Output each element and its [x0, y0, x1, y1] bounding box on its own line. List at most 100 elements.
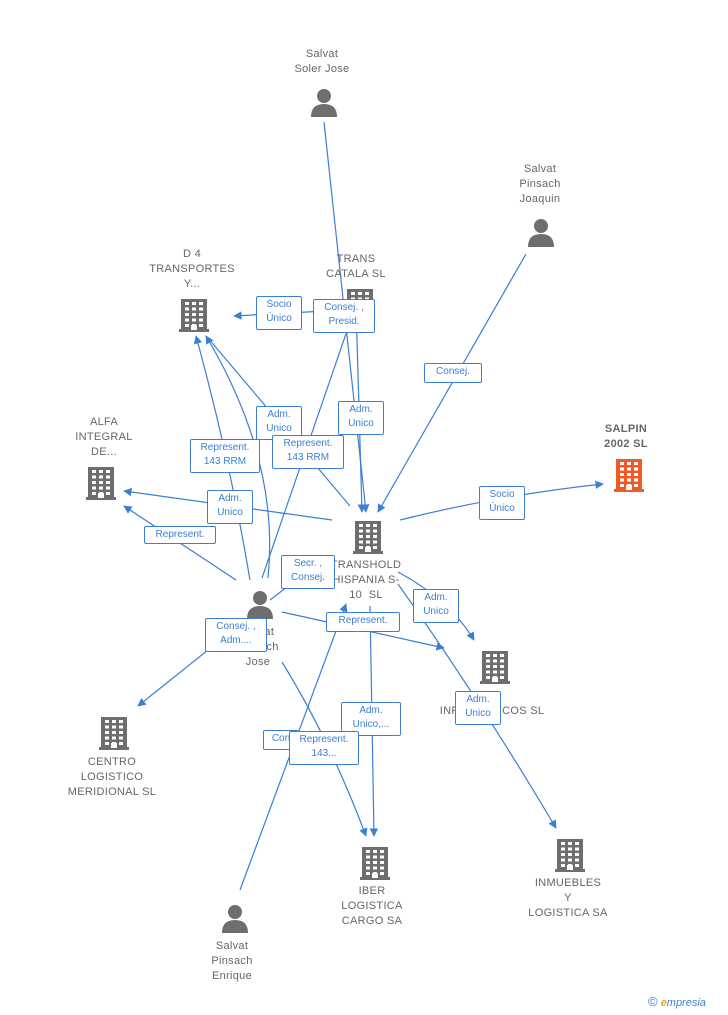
node-label-line: SALPIN: [604, 423, 648, 435]
company-icon[interactable]: [179, 298, 209, 337]
relation-label-line: 143...: [311, 748, 337, 759]
relation-label-line: Unico: [266, 423, 292, 434]
relation-label[interactable]: Represent. 143 RRM: [190, 439, 260, 473]
relation-label[interactable]: Adm. Unico,...: [341, 702, 401, 736]
brand-logo-e: e: [660, 997, 667, 1009]
company-icon[interactable]: [99, 716, 129, 755]
relation-label-line: Secr. ,: [293, 558, 323, 569]
node-label-line: Pinsach: [519, 178, 561, 190]
company-icon[interactable]: [86, 466, 116, 505]
company-icon[interactable]: [353, 520, 383, 559]
node-label-line: LOGISTICA: [341, 900, 403, 912]
company-icon[interactable]: [614, 458, 644, 497]
relation-label-line: Represent.: [338, 615, 388, 626]
relation-label-line: Unico: [465, 708, 491, 719]
relation-label-line: Unico: [217, 507, 243, 518]
node-label-line: LOGISTICO: [80, 771, 144, 783]
relation-label[interactable]: Adm. Unico: [207, 490, 253, 524]
relation-label-line: Adm.: [218, 493, 242, 504]
relation-label[interactable]: Adm. Unico: [338, 401, 384, 435]
node-label-line: 10 SL: [349, 589, 383, 601]
node-label-line: CARGO SA: [341, 915, 403, 927]
relation-label[interactable]: Adm.Unico: [413, 589, 459, 623]
relation-label[interactable]: Consej.: [424, 363, 482, 383]
relation-label-line: Adm.: [267, 409, 291, 420]
node-label-line: Y: [564, 892, 572, 904]
relation-label[interactable]: Adm. Unico: [455, 691, 501, 725]
relation-label-line: Adm....: [220, 635, 252, 646]
brand-watermark: © empresia: [648, 994, 706, 1009]
relation-label-line: Único: [489, 503, 515, 514]
person-icon[interactable]: [221, 904, 249, 939]
relation-label-line: Socio: [266, 299, 292, 310]
node-label-line: Salvat: [215, 940, 249, 952]
company-icon[interactable]: [360, 846, 390, 885]
node-label-line: TRANSHOLD: [330, 559, 402, 571]
node-label-line: Y...: [183, 278, 201, 290]
node-label-line: Salvat: [305, 48, 339, 60]
node-label-line: Enrique: [211, 970, 252, 982]
relation-label-line: Adm.: [466, 694, 490, 705]
node-label-line: ALFA: [89, 416, 119, 428]
node-label-alfa[interactable]: ALFA INTEGRAL DE...: [44, 415, 164, 460]
company-icon[interactable]: [480, 650, 510, 689]
node-label-line: MERIDIONAL SL: [67, 786, 157, 798]
relation-label-line: Con: [271, 733, 291, 744]
relation-label-line: Adm.: [349, 404, 373, 415]
node-label-line: Salvat: [523, 163, 557, 175]
relation-label-line: Unico: [348, 418, 374, 429]
relation-label[interactable]: Secr. , Consej.: [281, 555, 335, 589]
person-icon[interactable]: [310, 88, 338, 123]
node-label-line: Jose: [245, 656, 271, 668]
relation-label[interactable]: Represent. 143 RRM: [272, 435, 344, 469]
node-label-trans-catala[interactable]: TRANS CATALA SL: [296, 252, 416, 282]
relation-label[interactable]: Represent.: [326, 612, 400, 632]
relation-label[interactable]: Consej. ,Presid.: [313, 299, 375, 333]
company-icon[interactable]: [555, 838, 585, 877]
relation-label-line: Adm.: [359, 705, 383, 716]
relation-label-line: 143 RRM: [203, 456, 247, 467]
node-label-line: TRANSPORTES: [149, 263, 235, 275]
relation-label-line: Unico,...: [352, 719, 390, 730]
relation-label-line: Represent.: [299, 734, 349, 745]
node-label-line: INTEGRAL: [75, 431, 133, 443]
person-icon[interactable]: [246, 590, 274, 625]
edge: [377, 253, 527, 513]
brand-logo-text: mpresia: [666, 997, 706, 1009]
node-label-line: 2002 SL: [604, 438, 648, 450]
relation-label-line: 143 RRM: [286, 452, 330, 463]
node-label-line: Pinsach: [211, 955, 253, 967]
relation-label-line: Consej.: [291, 572, 325, 583]
node-label-line: INMUEBLES: [534, 877, 602, 889]
node-label-line: CATALA SL: [326, 268, 386, 280]
relation-label-line: Presid.: [328, 316, 360, 327]
person-icon[interactable]: [527, 218, 555, 253]
node-label-line: Joaquin: [519, 193, 561, 205]
copyright-symbol: ©: [648, 994, 658, 1009]
node-label-line: LOGISTICA SA: [528, 907, 608, 919]
relation-label-line: Consej.: [436, 366, 470, 377]
relation-label-line: Represent.: [283, 438, 333, 449]
node-label-line: TRANS: [336, 253, 376, 265]
relation-label-line: Represent.: [200, 442, 250, 453]
node-label-line: IBER: [358, 885, 386, 897]
node-label-line: DE...: [91, 446, 117, 458]
relation-label-line: Consej. ,: [216, 621, 256, 632]
relation-label[interactable]: Represent.: [144, 526, 216, 544]
node-label-iber[interactable]: IBER LOGISTICA CARGO SA: [312, 884, 432, 929]
node-label-salpin[interactable]: SALPIN 2002 SL: [566, 422, 686, 452]
node-label-inmuebles[interactable]: INMUEBLES Y LOGISTICA SA: [508, 876, 628, 921]
relation-label-line: Socio: [489, 489, 515, 500]
relation-label[interactable]: Represent. 143...: [289, 731, 359, 765]
relation-label-line: Represent.: [155, 529, 205, 540]
relation-label[interactable]: Consej. , Adm....: [205, 618, 267, 652]
relation-label-line: Único: [266, 313, 292, 324]
